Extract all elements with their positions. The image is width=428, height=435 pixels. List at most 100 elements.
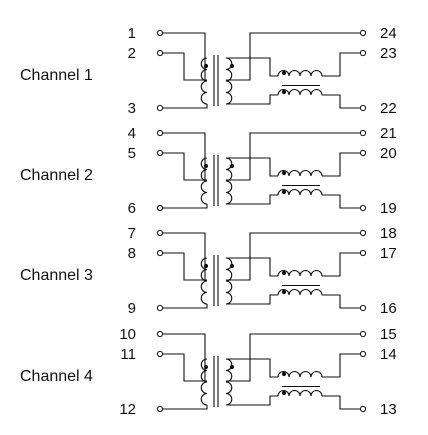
pin-number: 20	[380, 145, 397, 162]
right-terminal	[359, 229, 367, 237]
choke-upper-output-wire	[322, 52, 360, 77]
right-terminal	[359, 49, 367, 57]
polarity-dot	[203, 364, 209, 370]
left-terminal	[156, 104, 164, 112]
primary-center-tap-wire	[163, 132, 207, 181]
primary-bottom-wire	[163, 304, 208, 309]
secondary-top-wire	[226, 57, 278, 77]
pin-number: 9	[128, 300, 136, 317]
pin-number: 1	[128, 25, 136, 42]
pin-number: 24	[380, 25, 397, 42]
choke-upper-output-wire	[322, 152, 360, 177]
pin-number: 5	[128, 145, 136, 162]
primary-bottom-wire	[163, 204, 208, 209]
right-terminal	[359, 204, 367, 212]
primary-bottom-wire	[163, 405, 208, 410]
pin-number: 16	[380, 300, 397, 317]
pin-number: 11	[120, 346, 136, 363]
choke-lower-output-wire	[322, 395, 360, 410]
pin-number: 3	[128, 100, 136, 117]
pin-number: 4	[128, 125, 136, 142]
primary-bottom-wire	[163, 104, 208, 109]
pin-number: 6	[128, 200, 136, 217]
right-terminal	[359, 350, 367, 358]
common-mode-choke-upper	[277, 170, 323, 177]
polarity-dot	[229, 364, 235, 370]
primary-winding	[200, 57, 208, 105]
pin-number: 22	[380, 100, 397, 117]
primary-winding	[200, 358, 208, 406]
secondary-top-wire	[226, 358, 278, 378]
right-terminal	[359, 104, 367, 112]
choke-lower-output-wire	[322, 294, 360, 309]
left-terminal	[156, 204, 164, 212]
polarity-dot	[203, 63, 209, 69]
choke-lower-output-wire	[322, 194, 360, 209]
pin-number: 2	[128, 45, 136, 62]
secondary-top-wire	[226, 257, 278, 277]
polarity-dot	[229, 163, 235, 169]
common-mode-choke-upper	[277, 70, 323, 77]
right-terminal	[359, 405, 367, 413]
choke-lower-output-wire	[322, 94, 360, 109]
left-terminal	[156, 249, 164, 257]
primary-top-wire	[163, 353, 207, 382]
primary-winding	[200, 257, 208, 305]
pin-number: 23	[380, 45, 397, 62]
primary-center-tap-wire	[163, 232, 207, 281]
secondary-center-tap-wire	[226, 333, 360, 382]
polarity-dot	[281, 89, 287, 95]
right-terminal	[359, 149, 367, 157]
secondary-bottom-wire	[226, 94, 278, 105]
left-terminal	[156, 29, 164, 37]
left-terminal	[156, 149, 164, 157]
common-mode-choke-lower	[277, 390, 323, 397]
pin-number: 14	[380, 346, 397, 363]
channel-label: Channel 3	[20, 267, 93, 284]
left-terminal	[156, 229, 164, 237]
primary-center-tap-wire	[163, 333, 207, 382]
secondary-top-wire	[226, 157, 278, 177]
primary-top-wire	[163, 252, 207, 281]
left-terminal	[156, 405, 164, 413]
pin-number: 8	[128, 245, 136, 262]
pin-number: 21	[380, 125, 397, 142]
common-mode-choke-upper	[277, 371, 323, 378]
polarity-dot	[281, 170, 287, 176]
pin-number: 17	[380, 245, 397, 262]
polarity-dot	[281, 70, 287, 76]
pin-number: 15	[380, 326, 397, 343]
polarity-dot	[281, 189, 287, 195]
primary-top-wire	[163, 52, 207, 81]
polarity-dot	[229, 263, 235, 269]
pin-number: 7	[128, 225, 136, 242]
secondary-center-tap-wire	[226, 232, 360, 281]
primary-center-tap-wire	[163, 32, 207, 81]
secondary-bottom-wire	[226, 294, 278, 305]
left-terminal	[156, 330, 164, 338]
secondary-bottom-wire	[226, 194, 278, 205]
polarity-dot	[281, 289, 287, 295]
secondary-center-tap-wire	[226, 132, 360, 181]
common-mode-choke-lower	[277, 89, 323, 96]
right-terminal	[359, 330, 367, 338]
channel-label: Channel 1	[20, 67, 93, 84]
polarity-dot	[203, 163, 209, 169]
channel-label: Channel 4	[20, 368, 93, 385]
polarity-dot	[281, 390, 287, 396]
right-terminal	[359, 304, 367, 312]
polarity-dot	[281, 270, 287, 276]
left-terminal	[156, 304, 164, 312]
polarity-dot	[203, 263, 209, 269]
common-mode-choke-upper	[277, 270, 323, 277]
right-terminal	[359, 129, 367, 137]
left-terminal	[156, 49, 164, 57]
pin-number: 19	[380, 200, 397, 217]
common-mode-choke-lower	[277, 189, 323, 196]
common-mode-choke-lower	[277, 289, 323, 296]
right-terminal	[359, 249, 367, 257]
